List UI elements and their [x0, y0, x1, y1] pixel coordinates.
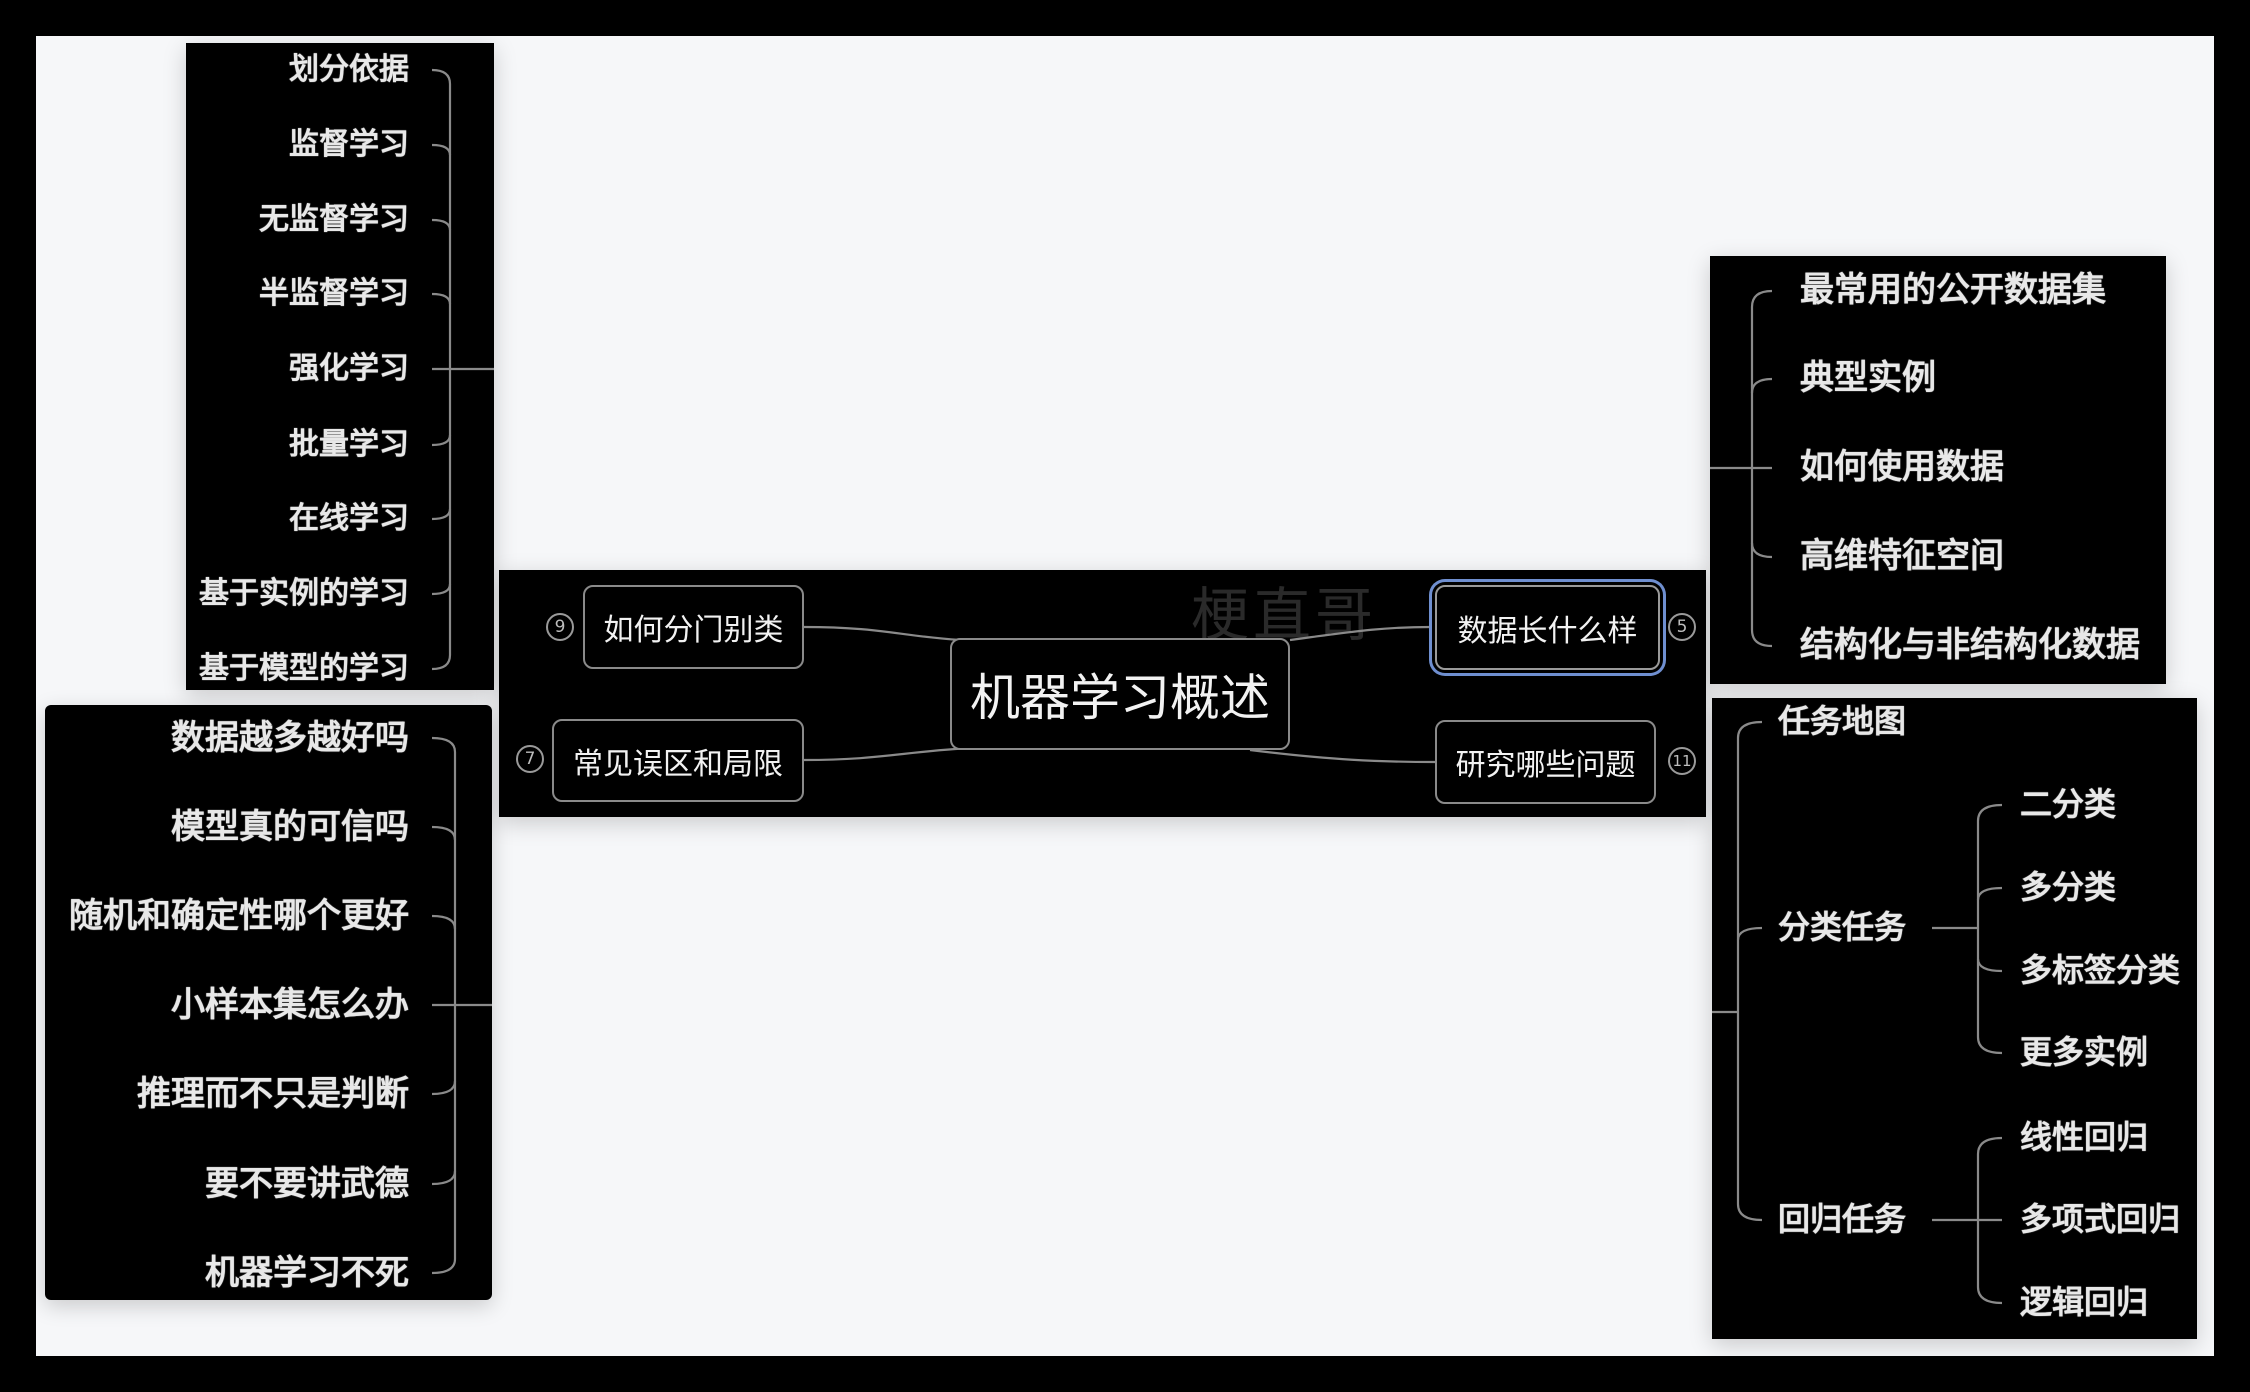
topic-node[interactable]: 小样本集怎么办 [171, 985, 409, 1025]
topic-node[interactable]: 监督学习 [289, 127, 409, 162]
topic-node[interactable]: 在线学习 [289, 501, 409, 536]
branch-pitfalls[interactable]: 常见误区和局限 [552, 719, 804, 802]
topic-node[interactable]: 典型实例 [1800, 358, 1936, 398]
topic-node[interactable]: 结构化与非结构化数据 [1800, 625, 2140, 665]
topic-node[interactable]: 要不要讲武德 [205, 1164, 409, 1204]
topic-node[interactable]: 机器学习不死 [205, 1253, 409, 1293]
topic-node[interactable]: 多项式回归 [2020, 1200, 2181, 1238]
pitfalls-subtree-panel [45, 705, 492, 1300]
central-topic-label: 机器学习概述 [970, 669, 1270, 727]
topic-node[interactable]: 无监督学习 [259, 202, 409, 237]
branch-label: 研究哪些问题 [1455, 748, 1636, 783]
topic-node[interactable]: 最常用的公开数据集 [1800, 270, 2106, 310]
topic-node[interactable]: 强化学习 [289, 351, 409, 386]
collapse-count-badge[interactable]: 11 [1668, 747, 1696, 775]
problems-subtree-panel [1712, 698, 2197, 1339]
topic-node[interactable]: 基于模型的学习 [199, 651, 409, 686]
topic-node[interactable]: 逻辑回归 [2020, 1283, 2149, 1321]
branch-label: 常见误区和局限 [573, 746, 783, 782]
branch-label: 如何分门别类 [603, 613, 784, 648]
branch-data[interactable]: 数据长什么样 [1435, 585, 1660, 670]
branch-problems[interactable]: 研究哪些问题 [1435, 720, 1656, 804]
branch-label: 数据长什么样 [1457, 613, 1638, 649]
topic-node[interactable]: 任务地图 [1778, 702, 1907, 740]
topic-node[interactable]: 回归任务 [1778, 1200, 1907, 1238]
topic-node[interactable]: 半监督学习 [259, 276, 409, 311]
topic-node[interactable]: 如何使用数据 [1800, 447, 2004, 487]
branch-classify[interactable]: 如何分门别类 [583, 585, 804, 669]
topic-node[interactable]: 线性回归 [2020, 1118, 2149, 1156]
topic-node[interactable]: 划分依据 [289, 52, 409, 87]
topic-node[interactable]: 更多实例 [2020, 1033, 2149, 1071]
topic-node[interactable]: 推理而不只是判断 [137, 1074, 409, 1114]
topic-node[interactable]: 批量学习 [289, 427, 409, 462]
collapse-count-badge[interactable]: 7 [516, 745, 544, 773]
topic-node[interactable]: 数据越多越好吗 [171, 718, 409, 758]
topic-node[interactable]: 二分类 [2020, 785, 2117, 823]
topic-node[interactable]: 多分类 [2020, 868, 2117, 906]
topic-node[interactable]: 高维特征空间 [1800, 536, 2004, 576]
topic-node[interactable]: 分类任务 [1778, 908, 1907, 946]
topic-node[interactable]: 模型真的可信吗 [171, 807, 409, 847]
topic-node[interactable]: 随机和确定性哪个更好 [69, 896, 409, 936]
collapse-count-badge[interactable]: 9 [546, 613, 574, 641]
topic-node[interactable]: 多标签分类 [2020, 951, 2181, 989]
collapse-count-badge[interactable]: 5 [1668, 613, 1696, 641]
central-topic[interactable]: 机器学习概述 [950, 638, 1290, 750]
topic-node[interactable]: 基于实例的学习 [199, 576, 409, 611]
data-subtree-panel [1710, 256, 2166, 684]
